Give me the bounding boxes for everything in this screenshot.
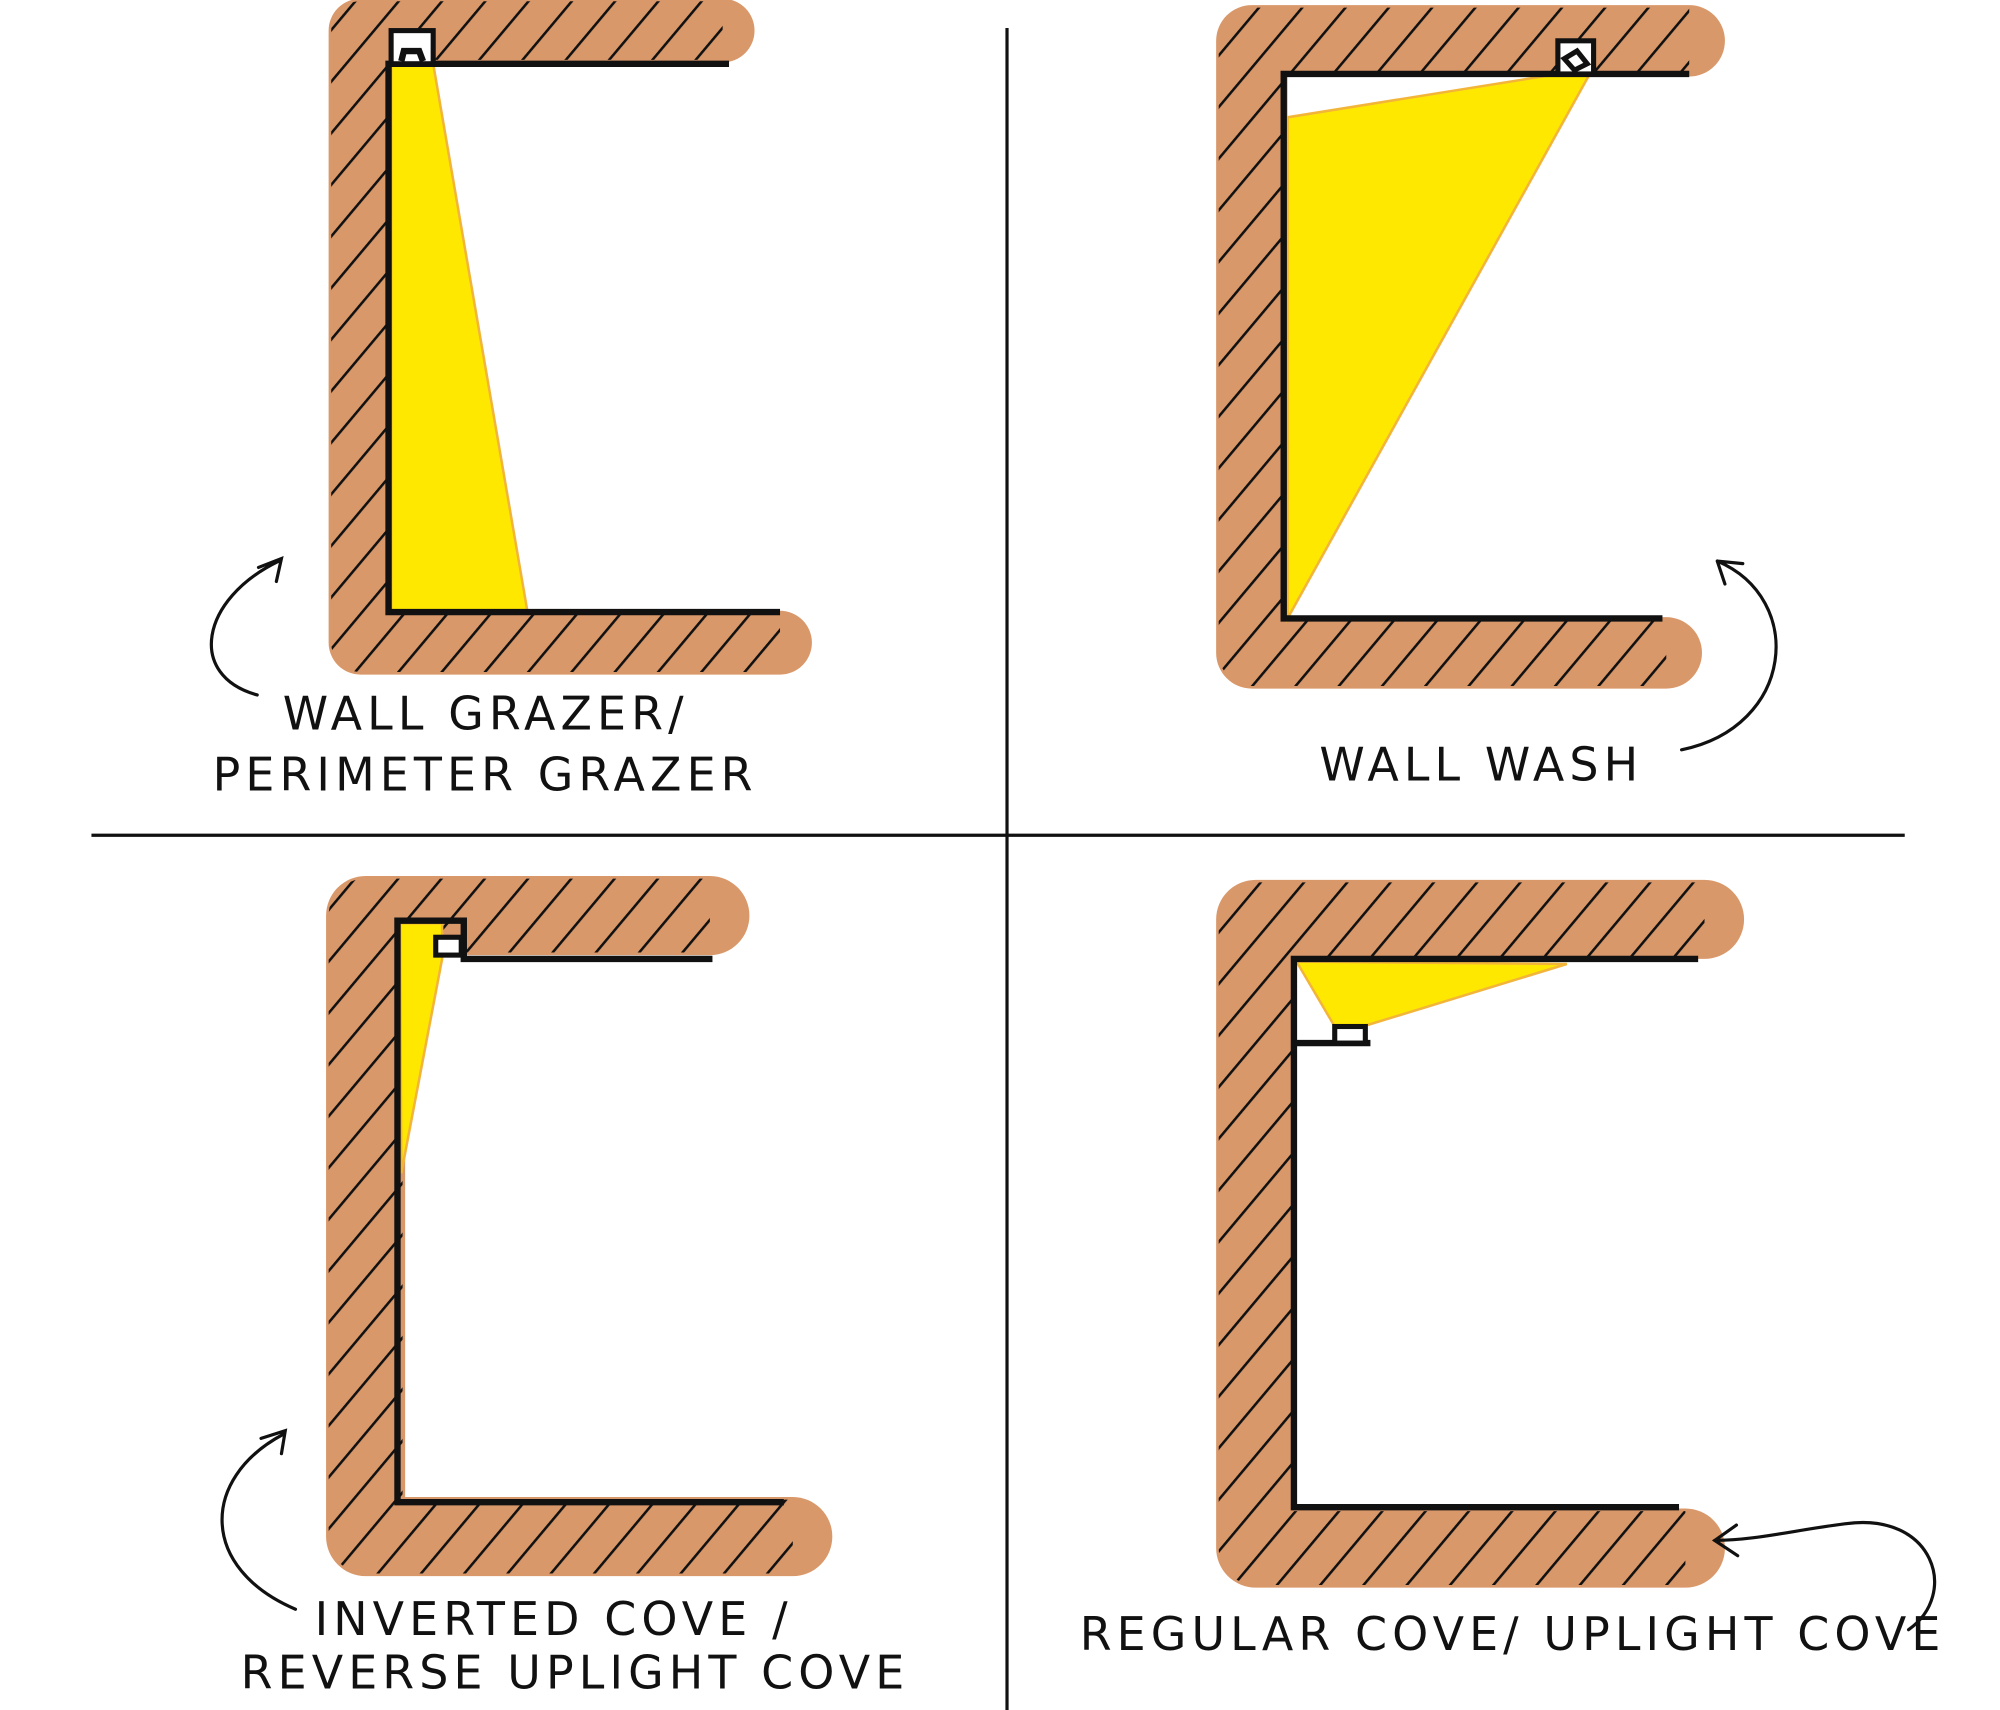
arrow: [209, 555, 284, 697]
label-line-1: REGULAR COVE/ UPLIGHT COVE: [1080, 1607, 1946, 1661]
panel-regular-cove: REGULAR COVE/ UPLIGHT COVE: [1080, 879, 1946, 1661]
cove-fixture: [433, 934, 464, 958]
arrow: [1679, 559, 1778, 752]
label-line-1: INVERTED COVE /: [315, 1592, 793, 1646]
room-outline: [1280, 70, 1690, 622]
label-line-1: WALL GRAZER/: [283, 686, 689, 740]
panel-wall-grazer: WALL GRAZER/ PERIMETER GRAZER: [209, 0, 812, 802]
light-beam: [1286, 72, 1592, 624]
panel-inverted-cove: INVERTED COVE / REVERSE UPLIGHT COVE: [220, 876, 910, 1699]
arrow: [1711, 1520, 1936, 1632]
label-line-2: REVERSE UPLIGHT COVE: [241, 1645, 910, 1699]
light-beam: [398, 921, 444, 1174]
label-line-2: PERIMETER GRAZER: [213, 748, 758, 802]
room-outline: [1290, 955, 1699, 1511]
light-beam: [389, 62, 530, 614]
room-outline: [385, 60, 781, 616]
room-outline: [394, 917, 784, 1506]
grazer-fixture: [388, 28, 436, 67]
light-beam: [1294, 960, 1568, 1028]
cove-fixture: [1332, 1023, 1368, 1046]
panel-wall-wash: WALL WASH: [1216, 5, 1778, 791]
arrow: [220, 1428, 298, 1611]
label-line-1: WALL WASH: [1319, 737, 1643, 791]
